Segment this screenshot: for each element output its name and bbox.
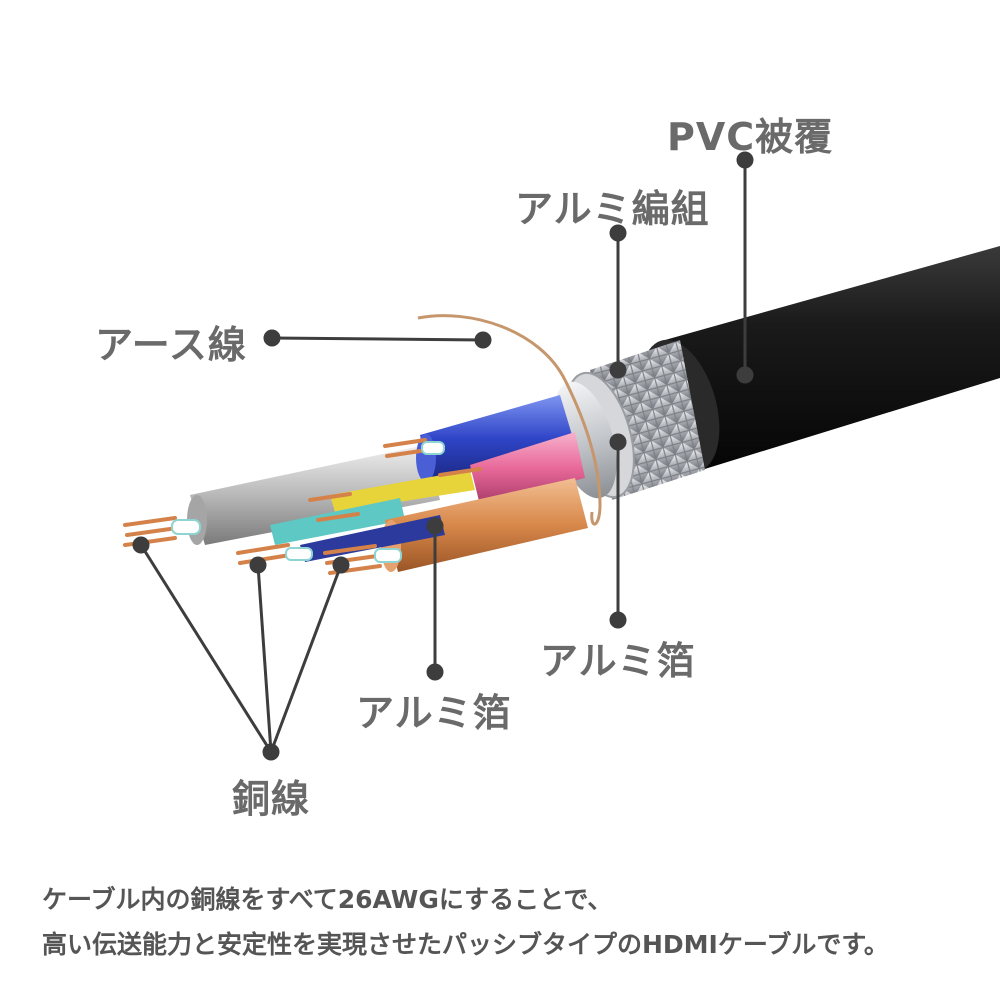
- caption-line-2: 高い伝送能力と安定性を実現させたパッシブタイプのHDMIケーブルです。: [42, 930, 889, 959]
- inner-conductors: [187, 395, 588, 572]
- label-ground-wire: アース線: [95, 323, 247, 367]
- ground-wire: [417, 314, 602, 526]
- label-aluminum-braid: アルミ編組: [515, 187, 710, 231]
- caption-line-1: ケーブル内の銅線をすべて26AWGにすることで、: [42, 885, 613, 914]
- copper-wire-tips: [123, 438, 482, 575]
- label-pvc-jacket: PVC被覆: [667, 115, 834, 159]
- label-aluminum-foil-inner: アルミ箔: [356, 691, 512, 735]
- label-copper-wire: 銅線: [232, 777, 311, 821]
- label-aluminum-foil-outer: アルミ箔: [540, 639, 696, 683]
- leader-lines: [132, 151, 754, 761]
